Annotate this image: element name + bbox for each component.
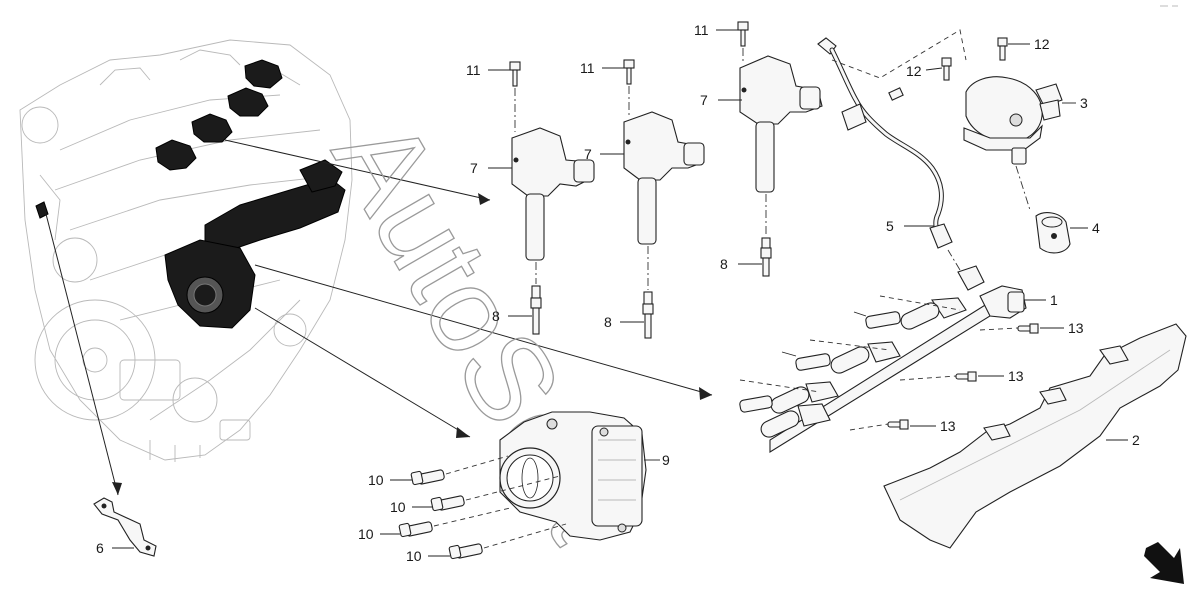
engine-highlighted-coils bbox=[155, 59, 283, 171]
fuel-injector-1 bbox=[853, 297, 967, 330]
callout-10-a: 10 bbox=[368, 472, 384, 488]
callout-8-c: 8 bbox=[720, 256, 728, 272]
arrow-down-right-icon[interactable] bbox=[1144, 542, 1184, 584]
rail-bolt-dash-links bbox=[849, 327, 1019, 431]
coil-bolt-3 bbox=[737, 21, 749, 62]
fuel-injector-2 bbox=[781, 341, 901, 374]
ignition-coil-3 bbox=[739, 55, 823, 193]
fuel-rail-assembly bbox=[739, 249, 1027, 453]
callout-13-c: 13 bbox=[940, 418, 956, 434]
spark-plug-2 bbox=[642, 246, 654, 339]
callout-9: 9 bbox=[662, 452, 670, 468]
engine-highlighted-bracket bbox=[35, 201, 49, 219]
callout-10-d: 10 bbox=[406, 548, 422, 564]
throttle-bolt-2 bbox=[430, 475, 561, 512]
throttle-bolt-1 bbox=[410, 455, 509, 486]
coil-bolt-1 bbox=[509, 61, 521, 132]
callout-5: 5 bbox=[886, 218, 894, 234]
callout-13-b: 13 bbox=[1008, 368, 1024, 384]
ignition-coil-1 bbox=[511, 127, 595, 261]
callout-11-b: 11 bbox=[580, 60, 595, 76]
callouts: 1 2 3 4 5 6 7 7 7 8 8 8 9 10 bbox=[96, 22, 1140, 564]
high-pressure-fuel-line bbox=[817, 37, 953, 249]
rail-bolt-2 bbox=[955, 371, 977, 382]
pump-bolt-1 bbox=[997, 37, 1008, 61]
callout-8-b: 8 bbox=[604, 314, 612, 330]
callout-10-c: 10 bbox=[358, 526, 374, 542]
callout-8-a: 8 bbox=[492, 308, 500, 324]
callout-2: 2 bbox=[1132, 432, 1140, 448]
wiring-bracket bbox=[93, 497, 157, 557]
spark-plug-3 bbox=[760, 194, 772, 277]
pump-small-bolt bbox=[888, 87, 904, 101]
callout-11-a: 11 bbox=[466, 62, 481, 78]
callout-7-a: 7 bbox=[470, 160, 478, 176]
callout-10-b: 10 bbox=[390, 499, 406, 515]
reference-arrows bbox=[45, 139, 713, 496]
callout-13-a: 13 bbox=[1068, 320, 1084, 336]
throttle-body bbox=[499, 411, 647, 541]
engine-highlighted-fuel-rail bbox=[204, 159, 346, 253]
callout-1: 1 bbox=[1050, 292, 1058, 308]
ignition-coil-2 bbox=[623, 111, 705, 245]
pump-tappet bbox=[1035, 212, 1071, 254]
engine-highlighted-throttle-body bbox=[164, 239, 256, 329]
fuel-rail-insulator bbox=[883, 323, 1187, 549]
pump-dash-links bbox=[831, 29, 1031, 211]
fuel-injector-3 bbox=[739, 381, 839, 414]
callout-12-a: 12 bbox=[1034, 36, 1050, 52]
rail-bolt-3 bbox=[887, 419, 909, 430]
spark-plug-1 bbox=[530, 262, 542, 335]
throttle-bolt-4 bbox=[448, 523, 567, 560]
callout-12-b: 12 bbox=[906, 63, 922, 79]
callout-3: 3 bbox=[1080, 95, 1088, 111]
callout-7-b: 7 bbox=[584, 146, 592, 162]
high-pressure-fuel-pump bbox=[963, 76, 1063, 165]
coil-bolt-2 bbox=[623, 59, 635, 116]
rail-bolt-1 bbox=[1017, 323, 1039, 334]
fuel-injector-4 bbox=[760, 403, 831, 438]
callout-6: 6 bbox=[96, 540, 104, 556]
throttle-bolt-3 bbox=[398, 507, 511, 538]
callout-4: 4 bbox=[1092, 220, 1100, 236]
pump-bolt-2 bbox=[941, 57, 952, 81]
callout-11-c: 11 bbox=[694, 22, 709, 38]
callout-7-c: 7 bbox=[700, 92, 708, 108]
